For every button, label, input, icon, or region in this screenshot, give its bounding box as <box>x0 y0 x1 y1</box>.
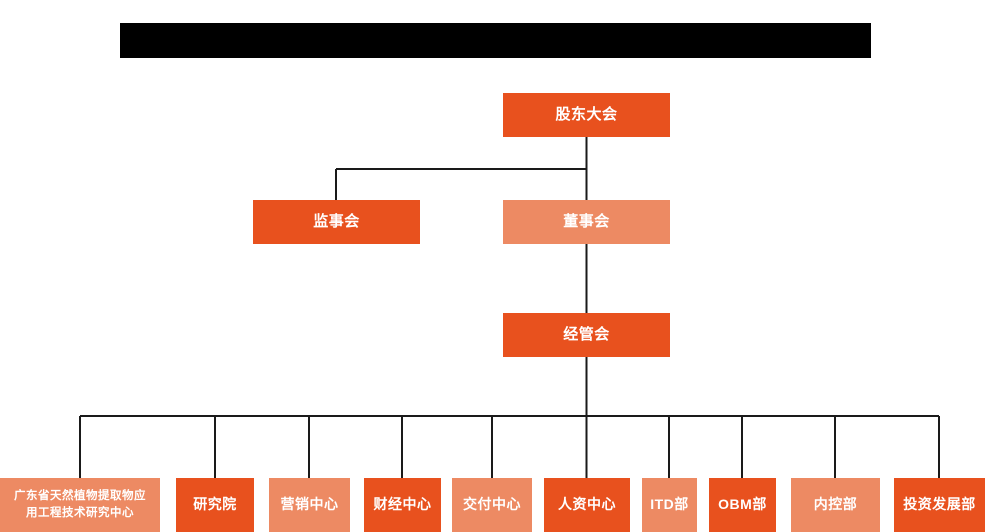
org-node-label: 监事会 <box>313 212 360 230</box>
org-node-label: 内控部 <box>813 496 858 513</box>
org-node-shareholders-meeting[interactable]: 股东大会 <box>503 93 670 137</box>
org-node-board-of-supervisors[interactable]: 监事会 <box>253 200 420 244</box>
org-node-label: 广东省天然植物提取物应 用工程技术研究中心 <box>14 490 146 519</box>
org-node-label: 交付中心 <box>463 496 521 513</box>
org-node-label: 财经中心 <box>373 496 432 513</box>
org-node-label: 经管会 <box>563 325 610 343</box>
org-node-obm-department[interactable]: OBM部 <box>709 478 776 532</box>
org-node-label: 营销中心 <box>280 496 339 513</box>
org-node-provincial-research-center[interactable]: 广东省天然植物提取物应 用工程技术研究中心 <box>0 478 160 532</box>
org-node-label: 研究院 <box>193 496 237 513</box>
org-node-management-committee[interactable]: 经管会 <box>503 313 670 357</box>
org-node-itd-department[interactable]: ITD部 <box>642 478 697 532</box>
redacted-title-banner <box>120 23 871 58</box>
org-node-label: 董事会 <box>563 212 610 230</box>
org-node-finance-center[interactable]: 财经中心 <box>364 478 441 532</box>
org-node-internal-control-department[interactable]: 内控部 <box>791 478 880 532</box>
org-node-delivery-center[interactable]: 交付中心 <box>452 478 532 532</box>
org-node-hr-center[interactable]: 人资中心 <box>544 478 630 532</box>
org-node-label: OBM部 <box>718 496 767 513</box>
org-node-institute[interactable]: 研究院 <box>176 478 254 532</box>
org-node-label: 股东大会 <box>555 105 618 123</box>
org-node-label: ITD部 <box>650 496 689 513</box>
org-node-label: 投资发展部 <box>903 496 976 513</box>
org-node-label: 人资中心 <box>558 496 616 513</box>
org-node-marketing-center[interactable]: 营销中心 <box>269 478 350 532</box>
org-node-investment-development-department[interactable]: 投资发展部 <box>894 478 985 532</box>
org-node-board-of-directors[interactable]: 董事会 <box>503 200 670 244</box>
